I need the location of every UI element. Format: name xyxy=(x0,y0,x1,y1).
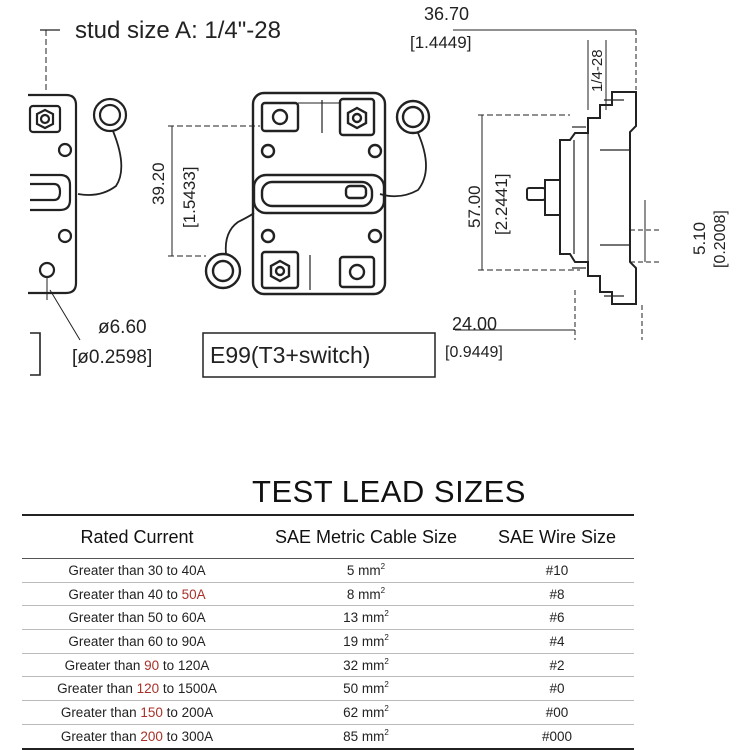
rated-current-suffix: to 1500A xyxy=(159,681,217,697)
metric-cable-size-value: 85 mm xyxy=(343,728,385,744)
wire-size-cell: #000 xyxy=(480,724,634,750)
metric-cable-size-cell: 5 mm2 xyxy=(252,558,480,583)
squared-superscript: 2 xyxy=(384,680,389,690)
rated-current-text: Greater than xyxy=(60,728,141,744)
left-breaker-view xyxy=(28,93,128,341)
left-bracket xyxy=(30,332,41,376)
height-dim-in: [2.2441] xyxy=(492,174,511,235)
metric-cable-size-cell: 85 mm2 xyxy=(252,724,480,750)
metric-cable-size-cell: 8 mm2 xyxy=(252,582,480,607)
wire-size-cell: #2 xyxy=(480,653,634,678)
front-breaker-view xyxy=(168,91,431,296)
metric-cable-size-value: 5 mm xyxy=(346,562,381,578)
squared-superscript: 2 xyxy=(384,656,389,666)
rated-current-text: Greater than 50 to 60A xyxy=(68,610,206,626)
rated-current-suffix: to 300A xyxy=(162,728,214,744)
hole-spacing-in: [1.5433] xyxy=(180,167,199,228)
metric-cable-size-value: 8 mm xyxy=(346,586,381,602)
rated-current-text: Greater than 40 to xyxy=(68,586,182,602)
metric-cable-size-value: 32 mm xyxy=(343,657,385,673)
depth-dim-mm: 24.00 xyxy=(452,314,497,334)
squared-superscript: 2 xyxy=(384,703,389,713)
metric-cable-size-cell: 62 mm2 xyxy=(252,700,480,725)
squared-superscript: 2 xyxy=(380,561,386,571)
metric-cable-size-cell: 13 mm2 xyxy=(252,605,480,631)
flange-dim-mm: 5.10 xyxy=(690,222,709,255)
wire-size-cell: #0 xyxy=(480,676,634,702)
hole-dia-mm: ø6.60 xyxy=(98,317,147,338)
flange-dim-in: [0.2008] xyxy=(712,210,729,268)
metric-cable-size-cell: 32 mm2 xyxy=(252,653,480,678)
squared-superscript: 2 xyxy=(380,585,386,595)
rated-current-text: Greater than xyxy=(60,704,141,720)
rated-current-highlight: 120 xyxy=(136,681,160,697)
header-metric-cable-size: SAE Metric Cable Size xyxy=(252,514,480,559)
rated-current-suffix: to 200A xyxy=(162,704,214,720)
metric-cable-size-cell: 50 mm2 xyxy=(252,676,480,702)
squared-superscript: 2 xyxy=(384,609,389,619)
test-lead-sizes-section: TEST LEAD SIZES Rated Current SAE Metric… xyxy=(0,472,750,750)
width-dim-mm: 36.70 xyxy=(424,4,469,24)
header-rated-current: Rated Current xyxy=(22,514,252,559)
hole-spacing-mm: 39.20 xyxy=(149,162,168,205)
wire-size-cell: #8 xyxy=(480,582,634,607)
rated-current-cell: Greater than 120 to 1500A xyxy=(22,676,252,702)
rated-current-cell: Greater than 30 to 40A xyxy=(22,558,252,583)
rated-current-cell: Greater than 60 to 90A xyxy=(22,629,252,654)
metric-cable-size-value: 62 mm xyxy=(343,704,385,720)
wire-size-cell: #00 xyxy=(480,700,634,725)
rated-current-highlight: 150 xyxy=(140,704,163,720)
rated-current-highlight: 200 xyxy=(140,728,163,744)
width-dim-in: [1.4449] xyxy=(410,33,471,52)
metric-cable-size-cell: 19 mm2 xyxy=(252,629,480,654)
rated-current-text: Greater than 30 to 40A xyxy=(68,562,206,578)
wire-size-cell: #4 xyxy=(480,629,634,654)
wire-size-cell: #10 xyxy=(480,558,634,583)
test-lead-table: Rated Current SAE Metric Cable Size SAE … xyxy=(22,514,634,750)
rated-current-cell: Greater than 200 to 300A xyxy=(22,724,252,750)
stud-thread-label: 1/4-28 xyxy=(589,49,606,92)
metric-cable-size-value: 19 mm xyxy=(343,633,385,649)
header-wire-size: SAE Wire Size xyxy=(480,514,634,559)
squared-superscript: 2 xyxy=(384,727,389,737)
depth-dim-in: [0.9449] xyxy=(445,344,503,361)
rated-current-cell: Greater than 40 to 50A xyxy=(22,582,252,607)
rated-current-cell: Greater than 50 to 60A xyxy=(22,605,252,631)
table-title: TEST LEAD SIZES xyxy=(252,474,526,509)
rated-current-text: Greater than xyxy=(57,681,137,697)
rated-current-text: Greater than 60 to 90A xyxy=(68,633,206,649)
rated-current-highlight: 50A xyxy=(181,586,206,602)
rated-current-highlight: 90 xyxy=(144,657,160,673)
rated-current-text: Greater than xyxy=(64,657,145,673)
breaker-dimension-drawing: stud size A: 1/4"-28 36.70 [1.4449] 1/4-… xyxy=(28,4,729,378)
model-label: E99(T3+switch) xyxy=(210,342,370,368)
hole-dia-in: [ø0.2598] xyxy=(72,347,152,368)
wire-size-cell: #6 xyxy=(480,605,634,631)
metric-cable-size-value: 50 mm xyxy=(343,681,385,697)
rated-current-suffix: to 120A xyxy=(159,657,210,673)
squared-superscript: 2 xyxy=(384,632,389,642)
height-dim-mm: 57.00 xyxy=(465,185,484,228)
rated-current-cell: Greater than 150 to 200A xyxy=(22,700,252,725)
table-header-row: Rated Current SAE Metric Cable Size SAE … xyxy=(22,514,634,559)
rated-current-cell: Greater than 90 to 120A xyxy=(22,653,252,678)
side-profile-view xyxy=(453,29,660,340)
metric-cable-size-value: 13 mm xyxy=(343,610,385,626)
stud-size-label: stud size A: 1/4"-28 xyxy=(75,17,281,44)
model-label-box xyxy=(202,332,436,378)
